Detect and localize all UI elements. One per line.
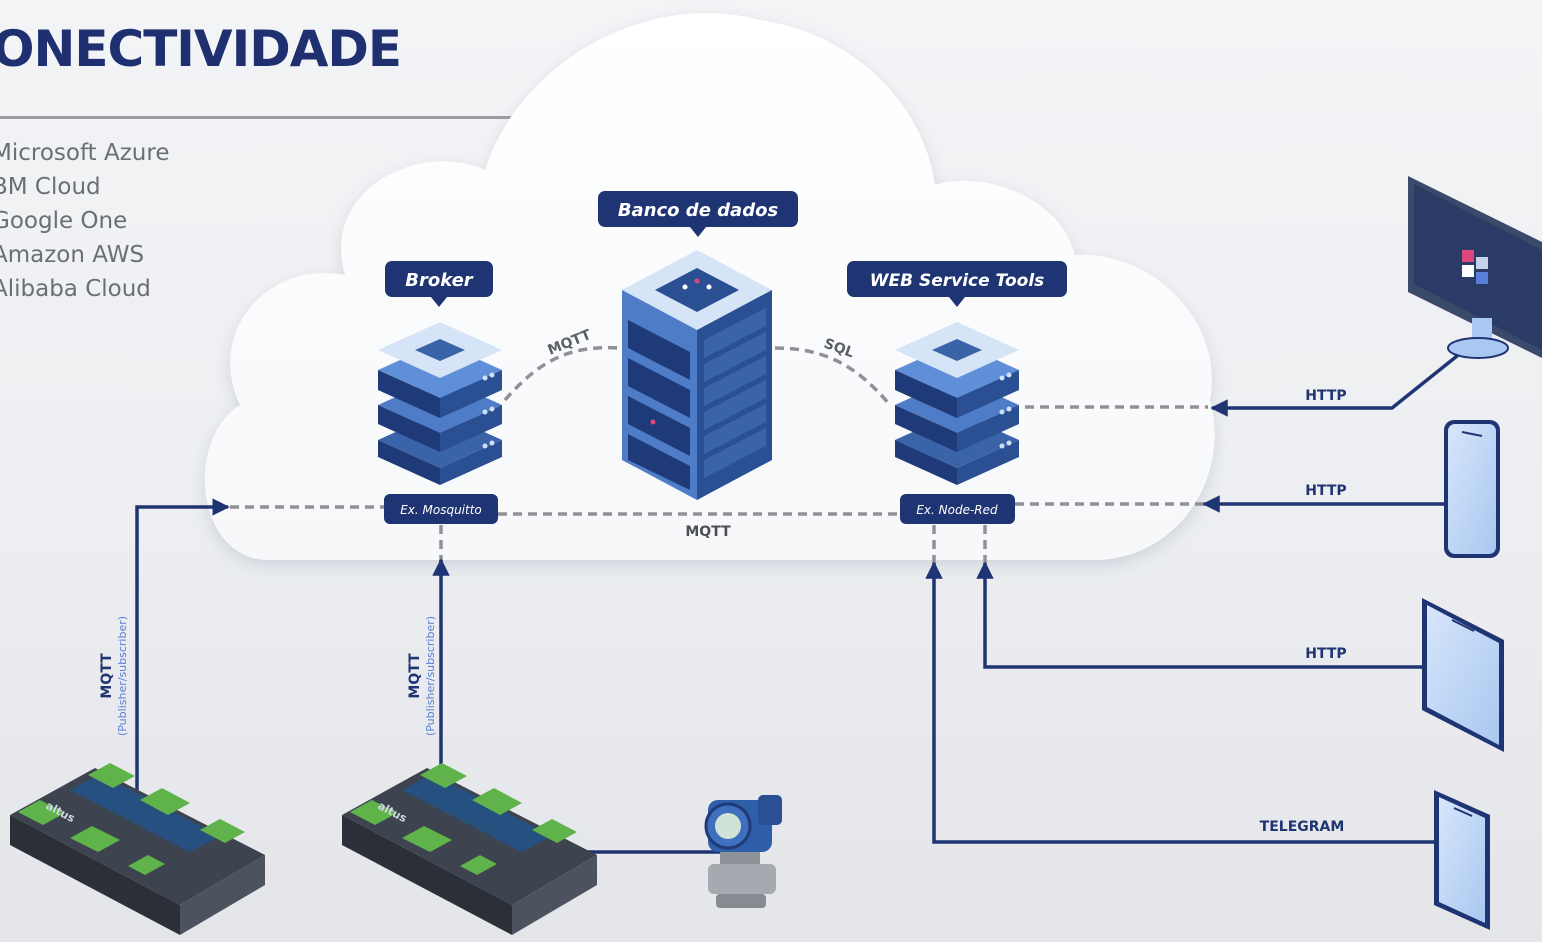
broker-example-pill: Ex. Mosquitto	[384, 494, 498, 524]
broker-label-bubble: Broker	[385, 261, 493, 307]
cloud-provider-item: Google One	[0, 208, 128, 234]
web-service-example-label: Ex. Node-Red	[916, 503, 998, 517]
plc-device-1-icon: altus	[10, 763, 265, 935]
telegram-protocol-label: TELEGRAM	[1260, 819, 1345, 835]
phone-protocol-label: HTTP	[1305, 483, 1346, 499]
cloud-provider-item: Microsoft Azure	[0, 140, 170, 166]
web-service-server-icon	[895, 322, 1019, 485]
web-service-example-pill: Ex. Node-Red	[900, 494, 1015, 524]
database-label-bubble: Banco de dados	[598, 191, 798, 237]
plc1-protocol-label: MQTT	[99, 653, 115, 699]
plc1-role-label: (Publisher/subscriber)	[116, 616, 129, 736]
plc2-protocol-label: MQTT	[407, 653, 423, 699]
monitor-icon	[1408, 176, 1542, 359]
cloud-provider-list: Microsoft Azure BM Cloud Google One Amaz…	[0, 136, 169, 306]
smartphone-telegram-icon	[1434, 790, 1490, 930]
broker-server-icon	[378, 322, 502, 485]
plc1-uplink	[135, 498, 230, 790]
broker-db-connection	[503, 345, 621, 402]
cloud-provider-item: Alibaba Cloud	[0, 276, 151, 302]
broker-label: Broker	[405, 270, 474, 291]
tablet-icon	[1422, 598, 1504, 752]
smartphone-icon	[1444, 420, 1500, 558]
web-service-label: WEB Service Tools	[870, 271, 1045, 291]
telegram-link	[925, 561, 1435, 844]
broker-web-protocol-label: MQTT	[685, 524, 731, 540]
db-web-connection	[774, 346, 892, 407]
database-label: Banco de dados	[618, 200, 779, 221]
web-service-label-bubble: WEB Service Tools	[847, 261, 1067, 307]
tablet-link	[976, 561, 1422, 669]
monitor-link	[1210, 350, 1464, 417]
plc-device-2-icon: altus	[342, 763, 597, 935]
title-divider	[0, 116, 678, 119]
cloud-provider-item: Amazon AWS	[0, 242, 145, 268]
cloud-provider-item: BM Cloud	[0, 174, 101, 200]
database-server-icon	[622, 250, 772, 500]
tablet-protocol-label: HTTP	[1305, 646, 1346, 662]
page-title: ONECTIVIDADE	[0, 20, 402, 78]
plc2-role-label: (Publisher/subscriber)	[424, 616, 437, 736]
broker-example-label: Ex. Mosquitto	[400, 503, 482, 517]
pressure-transmitter-icon	[704, 795, 782, 908]
monitor-protocol-label: HTTP	[1305, 388, 1346, 404]
